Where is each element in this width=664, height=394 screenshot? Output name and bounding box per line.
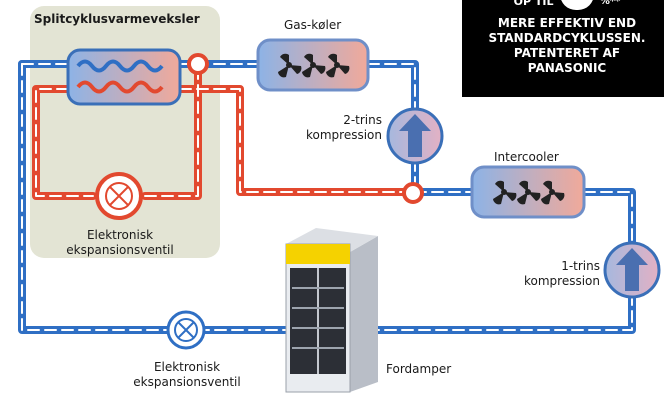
badge-text: MERE EFFEKTIV END STANDARDCYKLUSSEN. PAT… bbox=[462, 16, 664, 76]
one-stage-compression-label: 1-trins kompression bbox=[498, 259, 600, 289]
expansion-valve-bottom-label-line1: Elektronisk bbox=[153, 360, 221, 374]
two-stage-compression-label-line2: kompression bbox=[305, 128, 382, 142]
one-stage-compressor bbox=[603, 241, 661, 299]
red-pipe-loop bbox=[32, 60, 413, 200]
badge-prefix: OP TIL bbox=[513, 0, 554, 8]
gas-cooler-label: Gas-køler bbox=[284, 18, 342, 32]
expansion-valve-top-label-line1: Elektronisk bbox=[86, 228, 154, 242]
split-cycle-heat-exchanger bbox=[66, 48, 182, 106]
badge-headline: OP TIL %** bbox=[462, 0, 664, 14]
badge-suffix: %** bbox=[599, 0, 621, 7]
gas-cooler bbox=[256, 38, 370, 92]
junction-ring-top bbox=[187, 53, 209, 75]
intercooler-label: Intercooler bbox=[494, 150, 559, 164]
up-arrow-icon bbox=[616, 248, 648, 291]
efficiency-badge: OP TIL %** MERE EFFEKTIV END STANDARDCYK… bbox=[462, 0, 664, 97]
one-stage-compression-label-line2: kompression bbox=[523, 274, 600, 288]
junction-ring-right bbox=[402, 182, 424, 204]
up-arrow-icon bbox=[399, 114, 431, 157]
intercooler bbox=[470, 165, 586, 219]
display-fridge bbox=[285, 228, 378, 393]
two-stage-compression-label: 2-trins kompression bbox=[282, 113, 382, 143]
expansion-valve-bottom-label: Elektronisk ekspansionsventil bbox=[122, 360, 252, 390]
split-cycle-heat-exchanger-label: Splitcyklusvarmeveksler bbox=[34, 12, 200, 26]
valve-cross-icon bbox=[109, 186, 129, 206]
badge-line4: PANASONIC bbox=[527, 61, 607, 75]
two-stage-compression-label-line1: 2-trins bbox=[343, 113, 382, 127]
expansion-valve-top-label-line2: ekspansionsventil bbox=[66, 243, 174, 257]
expansion-valve-top bbox=[95, 172, 143, 220]
expansion-valve-bottom bbox=[166, 310, 206, 350]
expansion-valve-top-label: Elektronisk ekspansionsventil bbox=[58, 228, 182, 258]
expansion-valve-bottom-label-line2: ekspansionsventil bbox=[133, 375, 241, 389]
valve-cross-icon bbox=[177, 321, 195, 339]
one-stage-compression-label-line1: 1-trins bbox=[561, 259, 600, 273]
evaporator-label: Fordamper bbox=[386, 362, 452, 376]
two-stage-compressor bbox=[386, 107, 444, 165]
badge-line3: PATENTERET AF bbox=[513, 46, 621, 60]
badge-line1: MERE EFFEKTIV END bbox=[497, 16, 637, 30]
badge-line2: STANDARDCYKLUSSEN. bbox=[488, 31, 646, 45]
split-cycle-panel bbox=[30, 6, 220, 258]
badge-big-number-glyph bbox=[559, 0, 594, 10]
